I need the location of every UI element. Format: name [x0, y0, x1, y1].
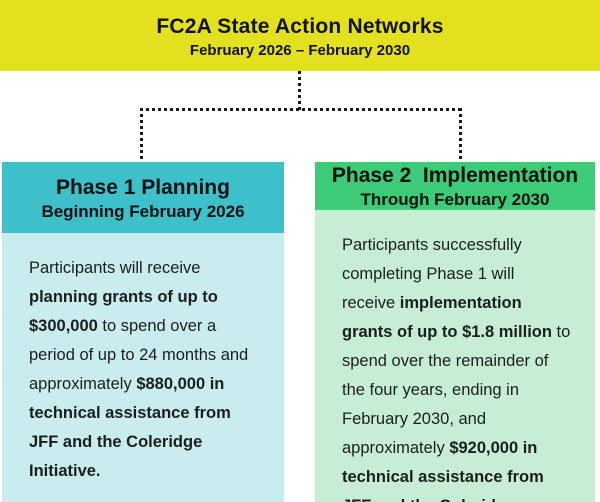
connector-left-branch — [140, 108, 143, 162]
phase1-description: Participants will receive planning grant… — [29, 259, 249, 480]
phase2-card: Phase 2 Implementation Through February … — [315, 162, 595, 502]
connector-horizontal — [140, 108, 462, 111]
phase1-body: Participants will receive planning grant… — [2, 233, 284, 502]
connector-stem — [298, 71, 301, 110]
phase2-header: Phase 2 Implementation Through February … — [315, 162, 595, 210]
header-banner: FC2A State Action Networks February 2026… — [0, 0, 600, 71]
phase2-description: Participants successfully completing Pha… — [342, 236, 571, 502]
connector-right-branch — [459, 108, 462, 162]
phase1-header: Phase 1 Planning Beginning February 2026 — [2, 162, 284, 233]
phase2-title: Phase 2 Implementation — [331, 164, 579, 187]
phase1-title: Phase 1 Planning — [56, 175, 230, 199]
page-subtitle: February 2026 – February 2030 — [189, 41, 411, 59]
phase1-subtitle: Beginning February 2026 — [41, 201, 245, 221]
phase2-subtitle: Through February 2030 — [360, 190, 550, 209]
phase2-body: Participants successfully completing Pha… — [315, 210, 595, 502]
page-title: FC2A State Action Networks — [156, 14, 444, 38]
phase1-card: Phase 1 Planning Beginning February 2026… — [2, 162, 284, 502]
